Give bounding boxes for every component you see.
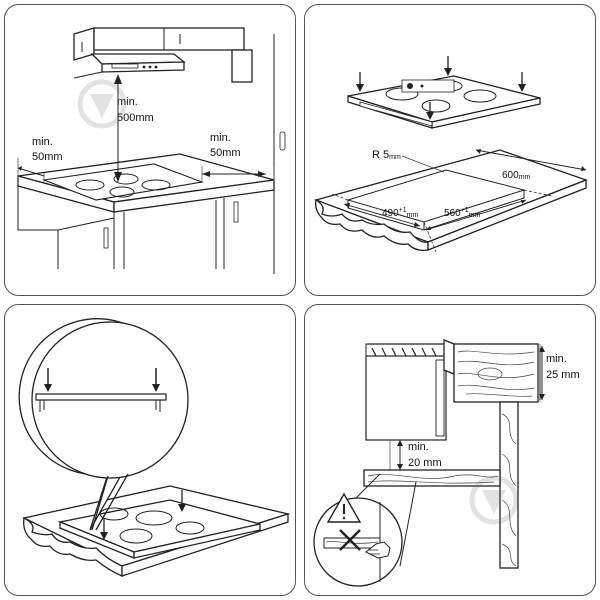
cutout-drawing: R 5mm 490+1mm 560+1mm 600mm bbox=[304, 4, 596, 296]
panel-frame bbox=[304, 4, 596, 296]
worktop bbox=[313, 149, 588, 252]
right-gap-value: 50mm bbox=[210, 147, 241, 159]
panel-hob-install bbox=[4, 304, 296, 596]
cutout-dimensions bbox=[331, 149, 587, 253]
width-tolerance: +1 bbox=[461, 207, 469, 214]
svg-text:490+1mm: 490+1mm bbox=[382, 207, 419, 219]
left-gap-value: 50mm bbox=[32, 151, 63, 163]
base-cabinets bbox=[17, 186, 239, 269]
hob bbox=[57, 490, 261, 559]
detail-magnifier bbox=[18, 318, 189, 531]
separating-shelf bbox=[363, 469, 501, 487]
worktop-thickness-dimension: min. 25 mm bbox=[539, 346, 580, 400]
worktop-min-label: min. bbox=[546, 353, 567, 365]
warning-icon bbox=[326, 492, 362, 523]
left-gap-label: min. bbox=[32, 136, 53, 148]
radius-label: R 5 bbox=[372, 149, 389, 161]
panel-hood-clearance: min. 500mm min. 50mm min. 50mm bbox=[4, 4, 296, 296]
worktop-min-value: 25 mm bbox=[546, 369, 580, 381]
right-gap-dimension: min. 50mm bbox=[201, 132, 275, 182]
min-height-dimension: min. 500mm bbox=[114, 74, 154, 182]
svg-text:560+1mm: 560+1mm bbox=[444, 207, 481, 219]
extractor-hood bbox=[73, 53, 186, 79]
panel-worktop-clearance: min. 25 mm min. 20 mm bbox=[304, 304, 596, 596]
watermark-icon bbox=[469, 475, 519, 525]
gap-min-label: min. bbox=[408, 441, 429, 453]
width-annotation: 560+1mm bbox=[444, 207, 481, 219]
hood-clearance-drawing: min. 500mm min. 50mm min. 50mm bbox=[4, 4, 296, 296]
gap-min-value: 20 mm bbox=[408, 457, 442, 469]
min-height-label: min. bbox=[117, 96, 138, 108]
depth-tolerance: +1 bbox=[399, 207, 407, 214]
prohibited-cross-icon bbox=[339, 529, 361, 551]
watermark-icon bbox=[77, 79, 127, 129]
left-gap-dimension: min. 50mm bbox=[17, 136, 63, 184]
depth-value: 490 bbox=[382, 208, 399, 219]
depth-unit: mm bbox=[407, 212, 419, 219]
gap-dimension: min. 20 mm bbox=[389, 440, 442, 470]
hob-plate bbox=[347, 75, 541, 129]
svg-text:600mm: 600mm bbox=[502, 170, 531, 181]
panel-cutout-dimensions: R 5mm 490+1mm 560+1mm 600mm bbox=[304, 4, 596, 296]
min-height-value: 500mm bbox=[117, 112, 154, 124]
depth-annotation: 490+1mm bbox=[382, 207, 419, 219]
width-value: 560 bbox=[444, 208, 461, 219]
width-unit: mm bbox=[469, 212, 481, 219]
worktop-depth-unit: mm bbox=[519, 174, 531, 181]
warning-callout bbox=[313, 473, 417, 587]
wall-handle bbox=[279, 131, 286, 151]
radius-unit: mm bbox=[389, 154, 401, 161]
hob-install-drawing bbox=[4, 304, 296, 596]
worktop-clearance-drawing: min. 25 mm min. 20 mm bbox=[304, 304, 596, 596]
side-panel bbox=[499, 401, 519, 569]
hand-icon bbox=[365, 541, 391, 559]
svg-text:R 5mm: R 5mm bbox=[372, 149, 401, 161]
right-gap-label: min. bbox=[210, 132, 231, 144]
radius-annotation: R 5mm bbox=[372, 149, 401, 161]
press-arrows bbox=[356, 56, 526, 120]
worktop-section bbox=[365, 339, 541, 441]
worktop-depth-value: 600 bbox=[502, 170, 519, 181]
worktop-depth-annotation: 600mm bbox=[502, 170, 531, 181]
